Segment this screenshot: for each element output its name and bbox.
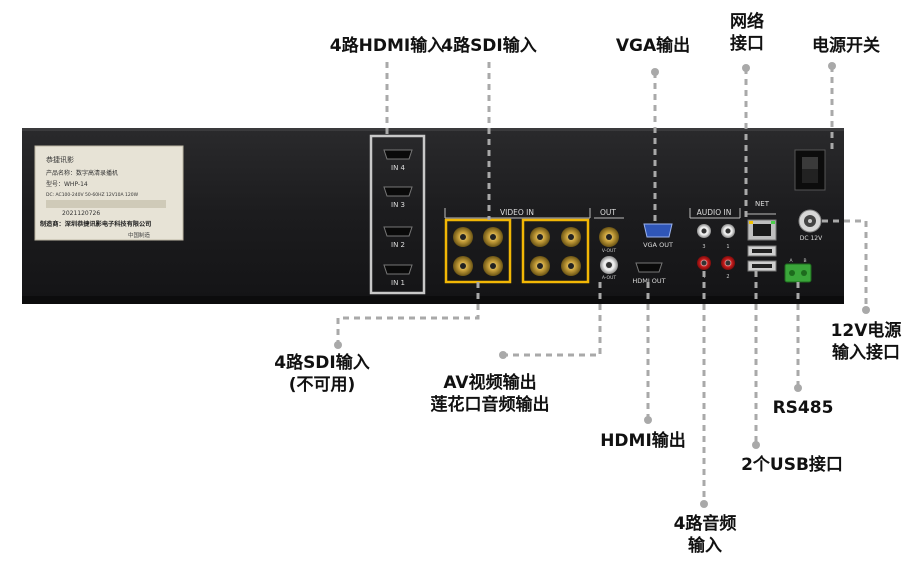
power-switch	[794, 149, 826, 191]
audio-in-panel: AUDIO IN 3 1 4 2	[689, 208, 741, 280]
svg-text:3: 3	[702, 244, 705, 250]
dc-power-input: DC 12V	[798, 209, 823, 242]
audio-jack-1	[721, 224, 735, 238]
callout-sdi-in: 4路SDI输入	[441, 36, 537, 56]
net-label: NET	[755, 200, 770, 208]
callout-vga-out: VGA输出	[615, 36, 691, 56]
svg-text:B: B	[803, 258, 806, 264]
audio-jack-4	[697, 256, 711, 270]
sticker-product: 产品名称：数字高清录播机	[46, 169, 118, 177]
leader-av-out	[503, 282, 602, 357]
out-panel: OUT V-OUT A-OUT	[594, 208, 624, 281]
svg-text:IN 3: IN 3	[391, 201, 405, 209]
audio-jack-3	[697, 224, 711, 238]
leader-power-in	[822, 219, 868, 310]
callout-rs485: RS485	[772, 398, 834, 418]
hdmi-input-group: IN 4 IN 3 IN 2 IN 1	[369, 134, 426, 295]
dc-label: DC 12V	[800, 235, 823, 242]
callout-av-out: AV视频输出莲花口音频输出	[430, 373, 550, 415]
sticker-origin: 中国制造	[128, 231, 151, 239]
vga-out-label: VGA OUT	[643, 241, 673, 249]
callout-network: 网络接口	[730, 12, 764, 54]
product-sticker: 恭捷讯影 产品名称：数字高清录播机 型号：WHP-14 DC: AC100-24…	[34, 145, 184, 241]
callout-hdmi-out: HDMI输出	[600, 431, 686, 451]
hdmi-out-port: HDMI OUT	[632, 262, 666, 285]
usb-ports	[747, 245, 777, 272]
bnc-connector-7	[530, 256, 550, 276]
bnc-connector-1	[453, 227, 473, 247]
rs485-terminal: A B	[784, 258, 812, 283]
hdmi-in-1: IN 1	[383, 264, 413, 287]
av-video-out-connector	[599, 227, 619, 247]
av-audio-out-connector	[600, 256, 618, 274]
callout-power-switch: 电源开关	[812, 36, 880, 56]
sticker-manufacturer: 制造商：深圳恭捷讯影电子科技有限公司	[40, 220, 151, 228]
svg-text:IN 2: IN 2	[391, 241, 405, 249]
bnc-connector-2	[483, 227, 503, 247]
bnc-connector-6	[561, 227, 581, 247]
hdmi-out-label: HDMI OUT	[632, 277, 665, 285]
leader-sdi-unavailable	[336, 282, 480, 345]
bnc-connector-5	[530, 227, 550, 247]
hdmi-in-2: IN 2	[383, 226, 413, 249]
out-label: OUT	[600, 208, 616, 217]
video-in-label: VIDEO IN	[500, 208, 534, 217]
callout-sdi-unavailable: 4路SDI输入(不可用)	[274, 353, 370, 395]
leader-lines	[336, 62, 868, 504]
sticker-brand: 恭捷讯影	[46, 155, 74, 164]
sticker-model: 型号：WHP-14	[46, 180, 88, 188]
svg-text:2: 2	[726, 274, 729, 280]
sdi-group-b-frame	[521, 218, 590, 284]
audio-in-label: AUDIO IN	[697, 208, 732, 217]
hdmi-input-highlight-frame	[369, 134, 426, 295]
svg-text:A: A	[789, 258, 793, 264]
bnc-connector-8	[561, 256, 581, 276]
callout-usb: 2个USB接口	[741, 455, 843, 475]
bnc-connector-4	[483, 256, 503, 276]
sticker-serial: 2021120726	[62, 210, 100, 217]
sticker-power: DC: AC100-240V 50-60HZ 12V10A 120W	[46, 192, 139, 198]
network-port: NET	[746, 200, 777, 241]
bnc-connector-3	[453, 256, 473, 276]
svg-text:IN 4: IN 4	[391, 164, 406, 172]
callout-power-in: 12V电源输入接口	[830, 321, 902, 363]
v-out-label: V-OUT	[602, 248, 616, 254]
svg-text:IN 1: IN 1	[391, 279, 405, 287]
chassis	[22, 128, 844, 304]
vga-out-port: VGA OUT	[643, 223, 673, 249]
callout-hdmi-in: 4路HDMI输入	[329, 36, 445, 56]
hdmi-in-4: IN 4	[383, 149, 413, 172]
audio-jack-2	[721, 256, 735, 270]
hdmi-in-3: IN 3	[383, 186, 413, 209]
leader-dots	[334, 62, 870, 508]
a-out-label: A-OUT	[602, 275, 617, 281]
svg-text:1: 1	[726, 244, 729, 250]
callout-audio-in: 4路音频输入	[673, 514, 737, 556]
